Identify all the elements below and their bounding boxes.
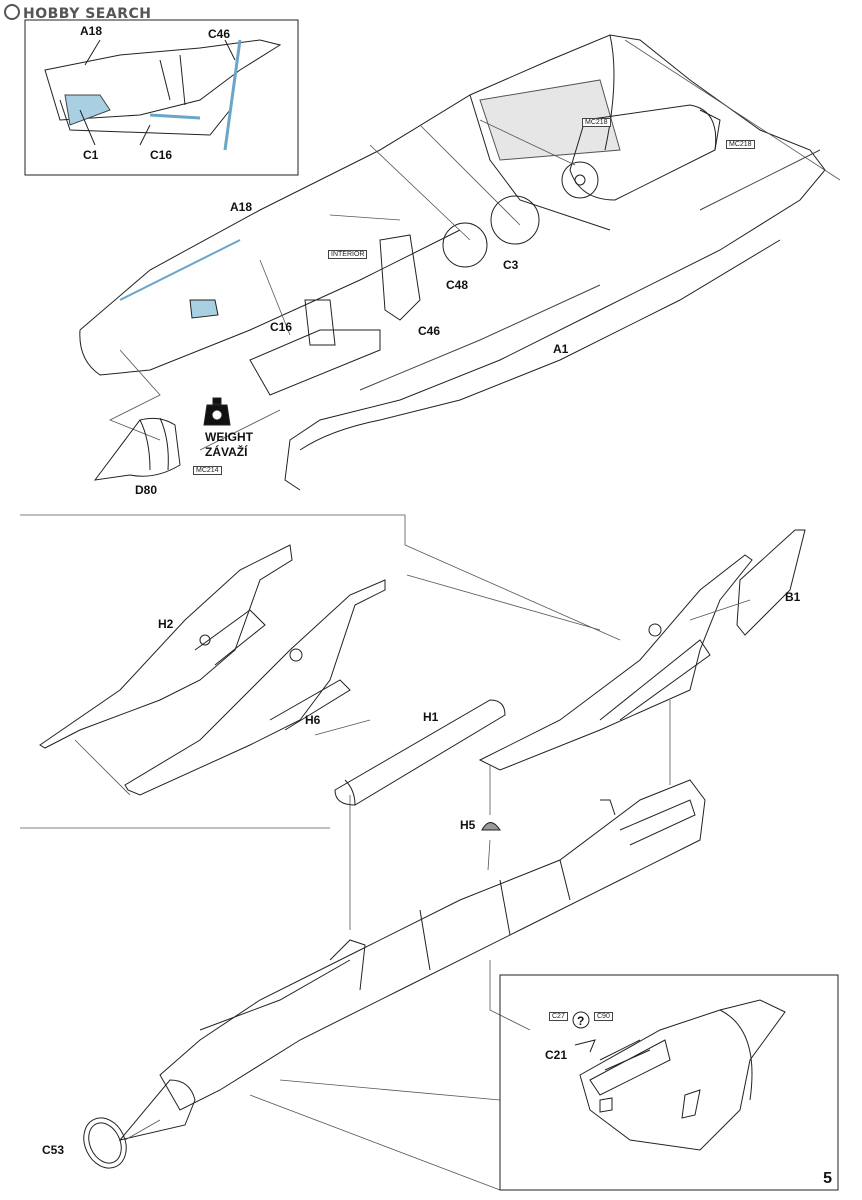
label-b1: B1 [785, 590, 801, 604]
label-h2: H2 [158, 617, 174, 631]
label-a18-inset: A18 [80, 24, 103, 38]
section-divider-upper [20, 514, 621, 641]
question-mark-glyph: ? [577, 1014, 584, 1028]
label-a18: A18 [230, 200, 253, 214]
ring-c53-drawing [83, 1117, 127, 1169]
label-mc218-b: MC218 [726, 140, 755, 149]
label-a1: A1 [553, 342, 569, 356]
weight-note: WEIGHT ZÁVAŽÍ [205, 430, 253, 460]
weight-label-en: WEIGHT [205, 430, 253, 444]
spine-h1-drawing [334, 699, 506, 806]
label-c53: C53 [42, 1143, 65, 1157]
weight-icon [203, 397, 231, 426]
part-c21-drawing [574, 1039, 596, 1053]
label-c3: C3 [503, 258, 519, 272]
label-c16: C16 [270, 320, 293, 334]
label-mc218-a: MC218 [582, 118, 611, 127]
label-c46: C46 [418, 324, 441, 338]
label-c1: C1 [83, 148, 99, 162]
label-d80: D80 [135, 483, 158, 497]
part-h5-drawing [481, 822, 501, 831]
label-c48: C48 [446, 278, 469, 292]
question-icon [572, 1011, 590, 1029]
upper-fuselage-drawing [79, 34, 826, 491]
tail-fin-h2-drawing [39, 544, 293, 749]
watermark: HOBBY SEARCH [4, 4, 151, 22]
weight-label-cz: ZÁVAŽÍ [205, 445, 248, 459]
label-interior: INTERIOR [328, 250, 368, 259]
hobbysearch-logo-icon [4, 4, 20, 20]
watermark-text: HOBBY SEARCH [23, 6, 152, 22]
label-c27: C27 [549, 1012, 568, 1021]
inset-nose-detail-drawing [579, 999, 786, 1151]
rear-fuselage-fin-drawing [478, 529, 806, 771]
leader-lines-lower [249, 700, 671, 1191]
inset-cockpit-drawing [44, 39, 282, 151]
inset-detail-frame [499, 974, 839, 1191]
label-c16-inset: C16 [150, 148, 173, 162]
label-h5: H5 [460, 818, 476, 832]
nose-cone-d80-drawing [93, 417, 181, 481]
page-number: 5 [823, 1170, 832, 1187]
leader-lines-top [109, 39, 841, 451]
label-c90: C90 [594, 1012, 613, 1021]
lower-fuselage-drawing [118, 779, 706, 1141]
label-h1: H1 [423, 710, 439, 724]
label-c21: C21 [545, 1048, 568, 1062]
label-c46-inset: C46 [208, 27, 231, 41]
inset-cockpit-frame [24, 19, 299, 176]
label-mc214: MC214 [193, 466, 222, 475]
tail-fin-h6-drawing [124, 579, 386, 796]
label-h6: H6 [305, 713, 321, 727]
